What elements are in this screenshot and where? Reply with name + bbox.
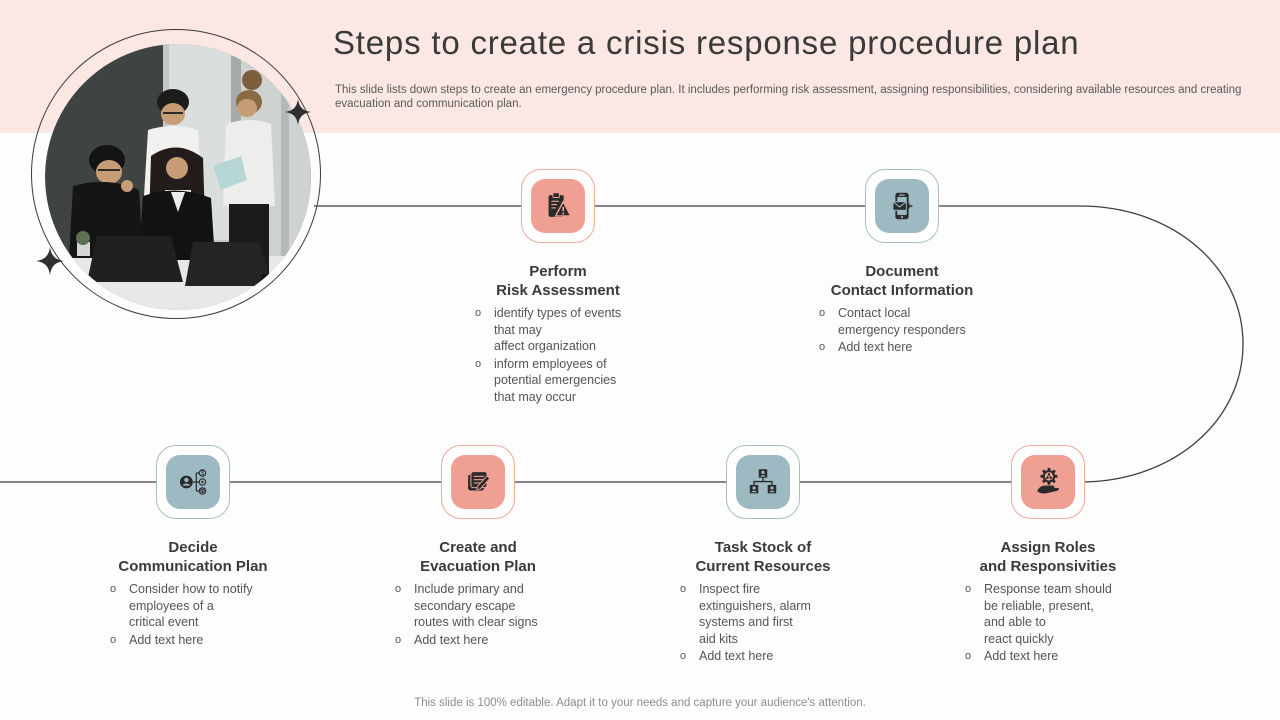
phone-mail-icon [892, 192, 913, 220]
step-icon-tile [1021, 455, 1075, 509]
step-title: Decide Communication Plan [118, 539, 268, 575]
bullet-marker: o [965, 583, 972, 595]
step-icon-tile: $ [166, 455, 220, 509]
team-photo-illustration [45, 44, 311, 310]
bullet-text: Inspect fire extinguishers, alarm system… [699, 582, 811, 646]
step-icon-tile [875, 179, 929, 233]
bullet-item: o Include primary and secondary escape ro… [395, 581, 573, 631]
org-chart-icon [749, 469, 777, 494]
sparkle-icon [285, 99, 311, 125]
hand-gear-icon [1037, 467, 1059, 494]
step-bullets: o Inspect fire extinguishers, alarm syste… [668, 581, 858, 665]
photo-ring [31, 29, 321, 319]
page-subtitle: This slide lists down steps to create an… [335, 84, 1242, 110]
step-task-stock-of-current-resources: Task Stock of Current Resources o Inspect… [668, 445, 858, 666]
bullet-marker: o [819, 341, 826, 353]
bullet-marker: o [680, 650, 687, 662]
bullet-item: o Add text here [965, 648, 1143, 665]
person-distribution-icon: $ [179, 469, 207, 495]
step-icon-tile [736, 455, 790, 509]
step-title: Assign Roles and Responsivities [979, 539, 1117, 575]
bullet-item: o Add text here [680, 648, 858, 665]
step-assign-roles-and-responsivities: Assign Roles and Responsivities o Respons… [953, 445, 1143, 666]
step-icon-badge[interactable] [865, 169, 939, 243]
step-bullets: o identify types of events that may affec… [463, 305, 653, 405]
bullet-text: Add text here [984, 649, 1059, 663]
bullet-item: o Consider how to notify employees of a c… [110, 581, 288, 631]
step-bullets: o Consider how to notify employees of a c… [98, 581, 288, 648]
bullet-marker: o [395, 583, 402, 595]
bullet-marker: o [475, 357, 482, 370]
step-title: Perform Risk Assessment [496, 263, 620, 299]
bullet-item: o Add text here [395, 632, 573, 649]
bullet-text: Include primary and secondary escape rou… [414, 582, 538, 629]
step-icon-tile [531, 179, 585, 233]
bullet-item: o Contact local emergency responders [819, 305, 997, 338]
step-perform-risk-assessment: Perform Risk Assessment o identify types … [463, 169, 653, 406]
bullet-item: o identify types of events that may affec… [475, 305, 653, 355]
bullet-marker: o [395, 633, 402, 646]
step-icon-badge[interactable] [441, 445, 515, 519]
bullet-marker: o [819, 307, 826, 319]
bullet-marker: o [965, 650, 972, 662]
sparkle-icon [36, 247, 64, 275]
bullet-text: Add text here [129, 632, 204, 647]
step-icon-badge[interactable] [1011, 445, 1085, 519]
bullet-marker: o [110, 633, 117, 646]
step-bullets: o Include primary and secondary escape ro… [383, 581, 573, 648]
step-title: Create and Evacuation Plan [420, 539, 536, 575]
bullet-text: Add text here [414, 632, 489, 647]
bullet-text: inform employees of potential emergencie… [494, 356, 617, 404]
svg-text:$: $ [201, 470, 205, 477]
bullet-text: Response team should be reliable, presen… [984, 582, 1112, 646]
bullet-text: Add text here [699, 649, 774, 663]
bullet-item: o Add text here [110, 632, 288, 649]
step-title: Task Stock of Current Resources [695, 539, 831, 575]
step-title: Document Contact Information [830, 263, 974, 299]
step-icon-badge[interactable] [726, 445, 800, 519]
team-photo [45, 44, 311, 310]
step-document-contact-information: Document Contact Information o Contact lo… [807, 169, 997, 357]
step-icon-tile [451, 455, 505, 509]
step-decide-communication-plan: $ Decide Communication Plan o Consider ho… [98, 445, 288, 649]
step-icon-badge[interactable] [521, 169, 595, 243]
step-icon-badge[interactable]: $ [156, 445, 230, 519]
bullet-item: o Response team should be reliable, prese… [965, 581, 1143, 647]
bullet-item: o inform employees of potential emergenci… [475, 356, 653, 406]
bullet-text: Add text here [838, 340, 913, 354]
page-title: Steps to create a crisis response proced… [333, 24, 1080, 61]
bullet-item: o Add text here [819, 339, 997, 356]
step-create-and-evacuation-plan: Create and Evacuation Plan o Include prim… [383, 445, 573, 649]
notes-pencil-icon [468, 471, 491, 491]
bullet-marker: o [110, 583, 117, 595]
bullet-item: o Inspect fire extinguishers, alarm syste… [680, 581, 858, 647]
clipboard-warning-icon [548, 192, 572, 217]
bullet-marker: o [680, 583, 687, 595]
bullet-text: Contact local emergency responders [838, 306, 966, 337]
editable-note: This slide is 100% editable. Adapt it to… [414, 697, 866, 709]
bullet-text: Consider how to notify employees of a cr… [129, 582, 253, 629]
bullet-marker: o [475, 307, 482, 319]
bullet-text: identify types of events that may affect… [494, 306, 622, 353]
step-bullets: o Response team should be reliable, prese… [953, 581, 1143, 665]
